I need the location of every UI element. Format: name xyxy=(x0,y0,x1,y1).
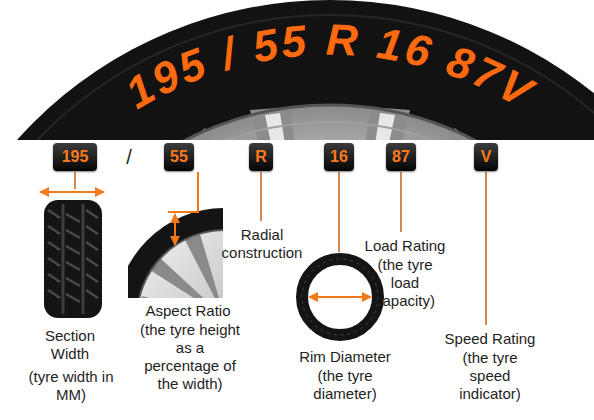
code-value: 87 xyxy=(392,149,410,165)
separator-slash: / xyxy=(120,146,138,168)
ring-tread xyxy=(302,259,378,335)
wheel-spokes xyxy=(140,234,223,298)
part-label: Load Rating xyxy=(350,237,460,255)
part-label: (the tyre speed indicator) xyxy=(445,349,535,403)
code-box: 195 xyxy=(53,143,97,171)
leader-line xyxy=(338,172,340,252)
code-value: 55 xyxy=(170,149,188,165)
code-value: 195 xyxy=(62,149,89,165)
part-label: Radial construction xyxy=(212,226,312,262)
part-label: (the tyre height as a percentage of the … xyxy=(138,321,242,393)
part-label: Speed Rating xyxy=(430,330,550,348)
tread-body xyxy=(44,200,102,318)
code-value: 16 xyxy=(330,149,348,165)
diameter-arrow xyxy=(309,296,371,298)
tyre-arc: 195 / 55 R 16 87V xyxy=(0,0,594,140)
code-value: V xyxy=(481,149,492,165)
part-label: Rim Diameter xyxy=(285,348,405,366)
leader-line xyxy=(74,172,76,189)
height-bracket xyxy=(168,172,198,212)
rim-lip xyxy=(32,122,594,140)
tread-groove xyxy=(62,204,65,314)
code-box: R xyxy=(249,143,273,171)
ring-tyre xyxy=(302,259,378,335)
leader-line xyxy=(400,172,402,232)
tyre-sidewall xyxy=(0,0,594,140)
code-box: 55 xyxy=(164,143,194,171)
part-label: Aspect Ratio xyxy=(128,302,248,320)
part-label: (the tyre load capacity) xyxy=(365,256,445,310)
sidewall-text: 195 / 55 R 16 87V xyxy=(117,15,543,118)
code-value: R xyxy=(255,149,267,165)
wheel-rim xyxy=(137,230,223,298)
code-box: 87 xyxy=(386,143,416,171)
height-arrow xyxy=(174,214,176,245)
tread-pattern xyxy=(48,210,98,302)
wheel-rim-edge xyxy=(137,230,223,298)
part-label: (the tyre diameter) xyxy=(300,367,390,403)
leader-line xyxy=(260,172,262,221)
part-label: (tyre width in MM) xyxy=(28,368,114,404)
tyre-ridge xyxy=(0,15,594,140)
code-box: V xyxy=(474,143,498,171)
code-box: 16 xyxy=(324,143,354,171)
part-label: Section Width xyxy=(30,327,110,363)
wheel-tyre xyxy=(128,208,223,298)
leader-line xyxy=(485,172,487,325)
tread-groove xyxy=(82,204,85,314)
width-arrow xyxy=(40,191,104,193)
sidewall-code: 195 / 55 R 16 87V xyxy=(117,15,543,118)
tread-tyre-icon xyxy=(40,172,104,318)
